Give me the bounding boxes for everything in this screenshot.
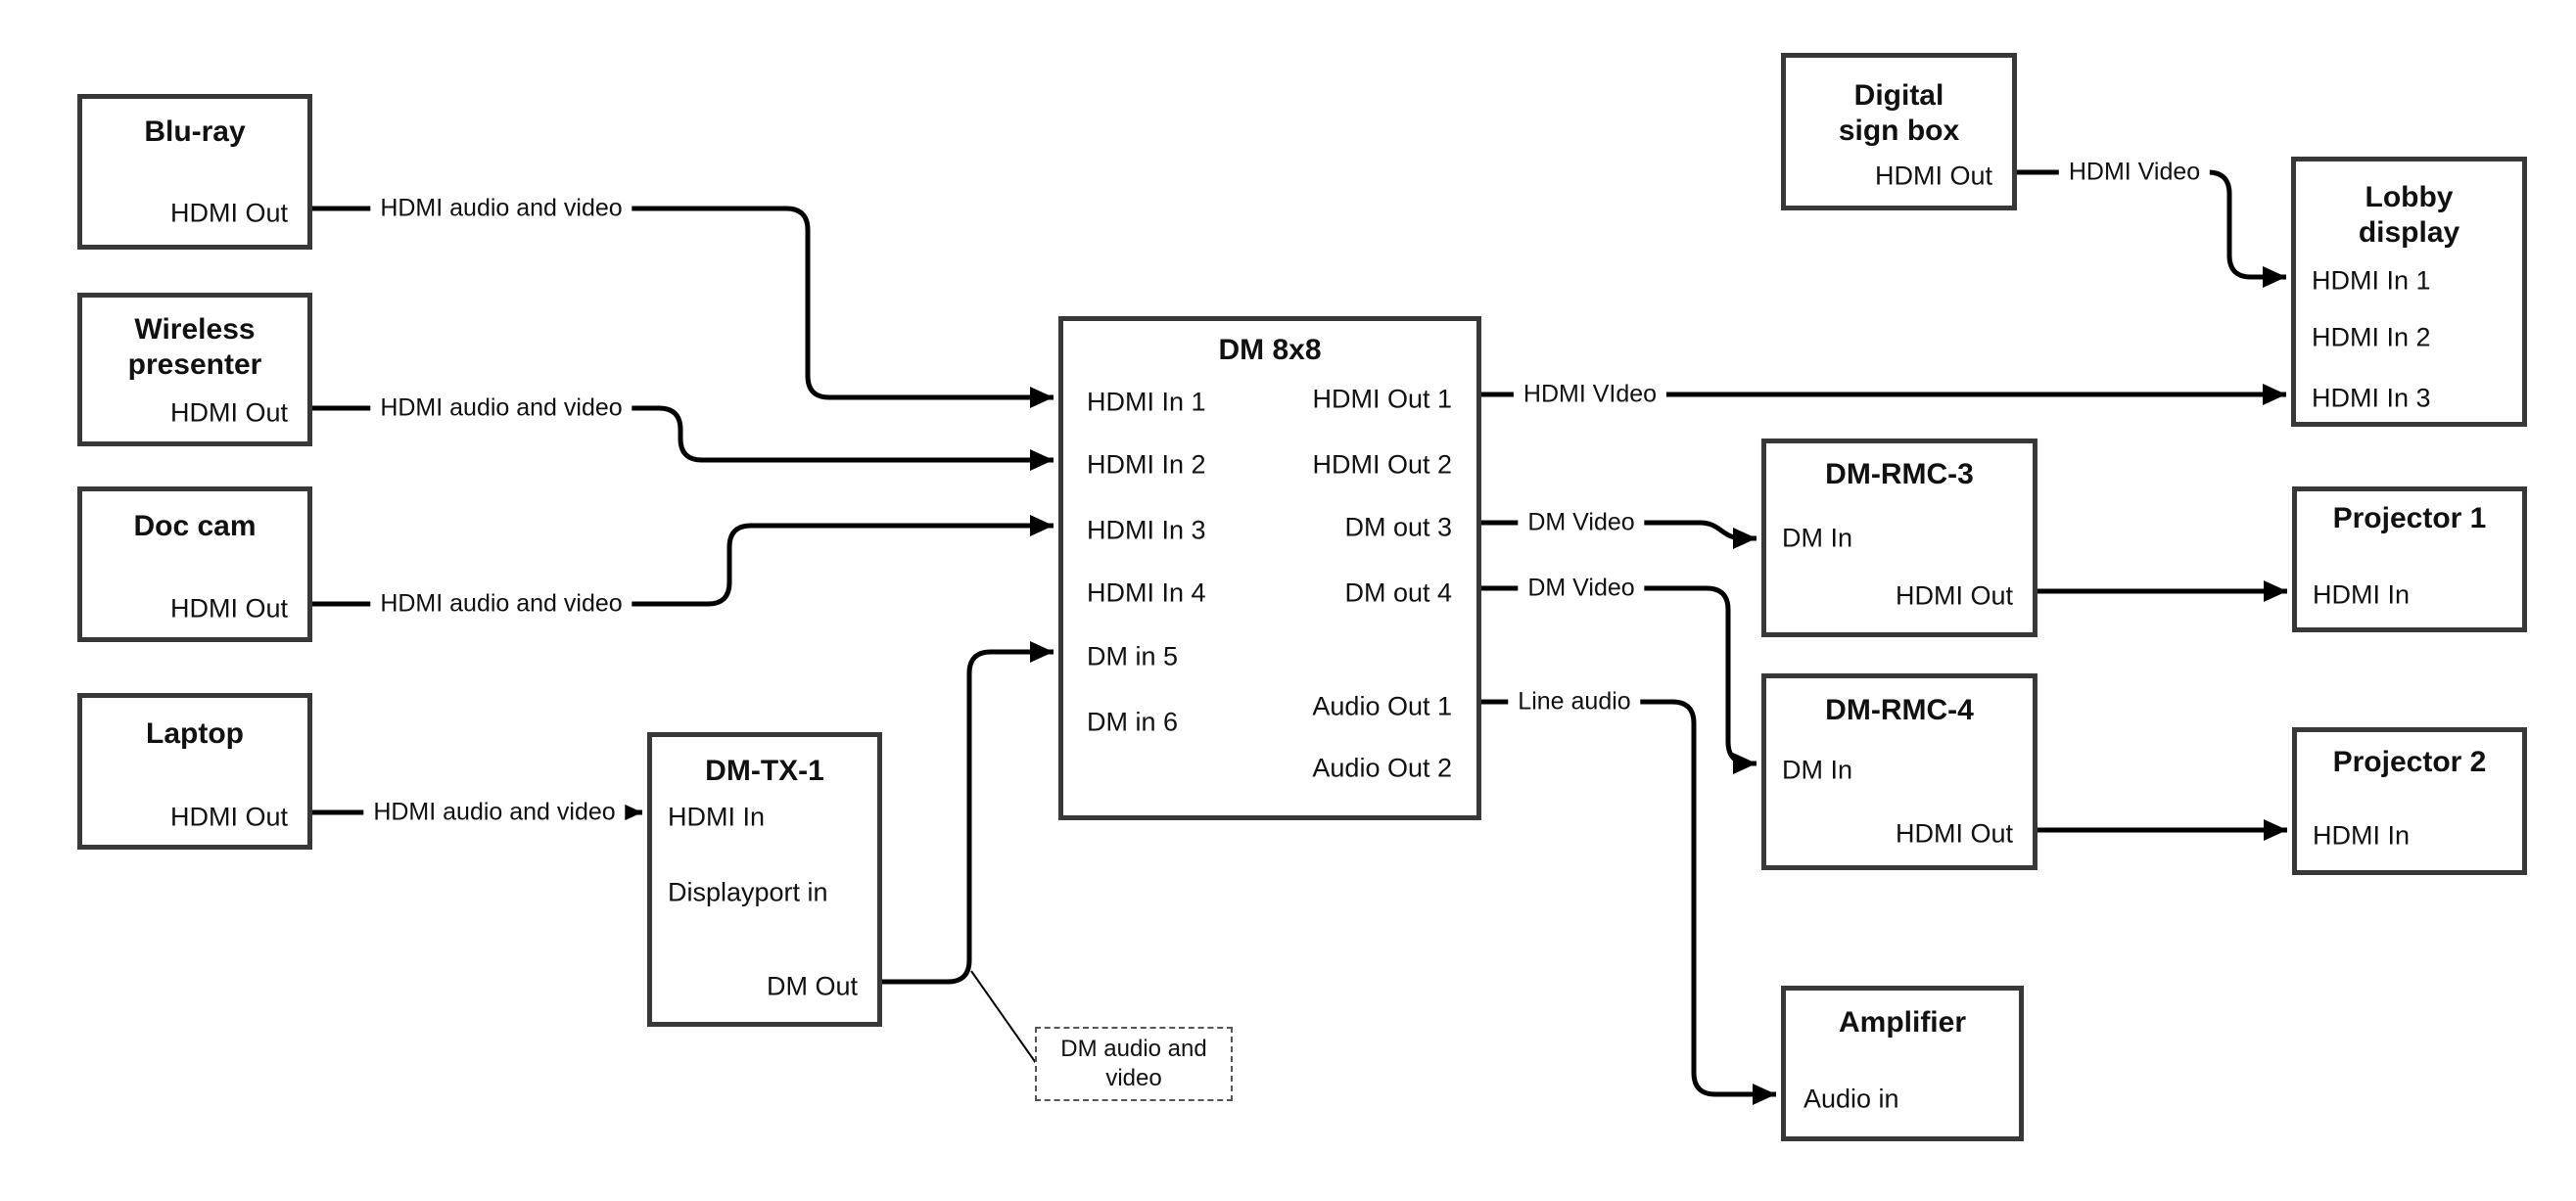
port-hdmi-out: HDMI Out: [169, 593, 288, 624]
port-dm-in: DM In: [1782, 523, 1853, 553]
wire-bluray-to-dm8x8: [312, 206, 1054, 408]
port-hdmi-out: HDMI Out: [1895, 580, 2013, 611]
node-amplifier: Amplifier Audio in: [1781, 986, 2024, 1141]
port-hdmi-in: HDMI In: [668, 802, 766, 832]
port-hdmi-in-1: HDMI In 1: [2312, 265, 2431, 296]
port-hdmi-out-2: HDMI Out 2: [1312, 449, 1452, 480]
wire-label-hdmi-video: HDMI Video: [2058, 159, 2211, 186]
note-dm-audio-and-video: DM audio and video: [1035, 1027, 1233, 1101]
node-doc-cam: Doc cam HDMI Out: [77, 486, 312, 642]
wire-label-hdmi-av-1: HDMI audio and video: [370, 195, 632, 222]
port-hdmi-out: HDMI Out: [169, 397, 288, 428]
wire-audioout1-to-amp: [1481, 699, 1776, 1105]
port-hdmi-in-4: HDMI In 4: [1087, 577, 1206, 608]
node-blu-ray: Blu-ray HDMI Out: [77, 94, 312, 250]
wire-dmout3-to-rmc3: [1481, 520, 1756, 549]
node-title: DM-RMC-4: [1825, 694, 1974, 726]
node-projector-2: Projector 2 HDMI In: [2292, 727, 2527, 875]
node-title: DM 8x8: [1218, 334, 1322, 366]
port-dm-in-5: DM in 5: [1087, 641, 1179, 671]
port-hdmi-in: HDMI In: [2313, 579, 2411, 610]
node-title: Lobby display: [2358, 181, 2460, 249]
wire-label-hdmi-av-2: HDMI audio and video: [370, 394, 632, 422]
port-hdmi-in-2: HDMI In 2: [1087, 449, 1206, 480]
node-laptop: Laptop HDMI Out: [77, 693, 312, 850]
wire-label-hdmi-av-4: HDMI audio and video: [363, 799, 626, 826]
wire-label-dm-video-out3: DM Video: [1518, 509, 1645, 536]
port-hdmi-in-1: HDMI In 1: [1087, 387, 1206, 417]
wire-wireless-to-dm8x8: [312, 405, 1054, 471]
node-dm-tx-1: DM-TX-1 HDMI In Displayport in DM Out: [647, 732, 882, 1027]
port-displayport-in: Displayport in: [668, 877, 828, 907]
port-audio-out-1: Audio Out 1: [1312, 691, 1452, 721]
node-title: Digital sign box: [1838, 79, 1960, 147]
port-dm-out-4: DM out 4: [1344, 577, 1452, 608]
node-title: DM-RMC-3: [1825, 458, 1974, 490]
node-dm-rmc-4: DM-RMC-4 DM In HDMI Out: [1761, 673, 2037, 870]
port-dm-out: DM Out: [766, 971, 858, 1001]
node-title: Projector 2: [2332, 746, 2487, 778]
node-projector-1: Projector 1 HDMI In: [2292, 486, 2527, 632]
port-dm-in-6: DM in 6: [1087, 707, 1179, 737]
port-hdmi-in-2: HDMI In 2: [2312, 322, 2431, 352]
port-hdmi-out: HDMI Out: [1895, 818, 2013, 849]
wire-sign-to-lobby: [2017, 169, 2286, 288]
node-title: Blu-ray: [144, 115, 246, 148]
node-title: Amplifier: [1838, 1006, 1967, 1039]
wire-label-line-audio: Line audio: [1508, 688, 1641, 716]
port-audio-in: Audio in: [1803, 1084, 1899, 1114]
port-dm-out-3: DM out 3: [1344, 512, 1452, 542]
node-title: Wireless presenter: [127, 313, 262, 381]
node-title: Laptop: [146, 717, 244, 750]
wire-label-hdmi-video-out1: HDMI VIdeo: [1513, 381, 1667, 408]
note-text: DM audio and video: [1060, 1036, 1207, 1091]
wire-label-dm-video-out4: DM Video: [1518, 575, 1645, 602]
wire-dmtx-to-dm8x8: [882, 641, 1054, 985]
wire-doccam-to-dm8x8: [312, 515, 1054, 607]
port-hdmi-in-3: HDMI In 3: [2312, 383, 2431, 413]
port-hdmi-out: HDMI Out: [169, 198, 288, 228]
wire-label-hdmi-av-3: HDMI audio and video: [370, 590, 632, 618]
port-audio-out-2: Audio Out 2: [1312, 753, 1452, 783]
node-wireless-presenter: Wireless presenter HDMI Out: [77, 293, 312, 446]
port-hdmi-out: HDMI Out: [1874, 161, 1992, 191]
note-callout-line: [970, 970, 1037, 1064]
port-hdmi-in: HDMI In: [2313, 820, 2411, 851]
port-hdmi-in-3: HDMI In 3: [1087, 515, 1206, 545]
node-digital-sign-box: Digital sign box HDMI Out: [1781, 53, 2017, 210]
wire-dmout4-to-rmc4: [1481, 585, 1756, 774]
node-dm-8x8: DM 8x8 HDMI In 1 HDMI In 2 HDMI In 3 HDM…: [1058, 316, 1481, 820]
port-hdmi-out-1: HDMI Out 1: [1312, 384, 1452, 414]
port-hdmi-out: HDMI Out: [169, 802, 288, 832]
node-title: Doc cam: [133, 510, 257, 542]
port-dm-in: DM In: [1782, 755, 1853, 785]
node-dm-rmc-3: DM-RMC-3 DM In HDMI Out: [1761, 439, 2037, 637]
node-title: Projector 1: [2332, 502, 2487, 534]
node-title: DM-TX-1: [705, 755, 824, 787]
node-lobby-display: Lobby display HDMI In 1 HDMI In 2 HDMI I…: [2291, 157, 2527, 427]
